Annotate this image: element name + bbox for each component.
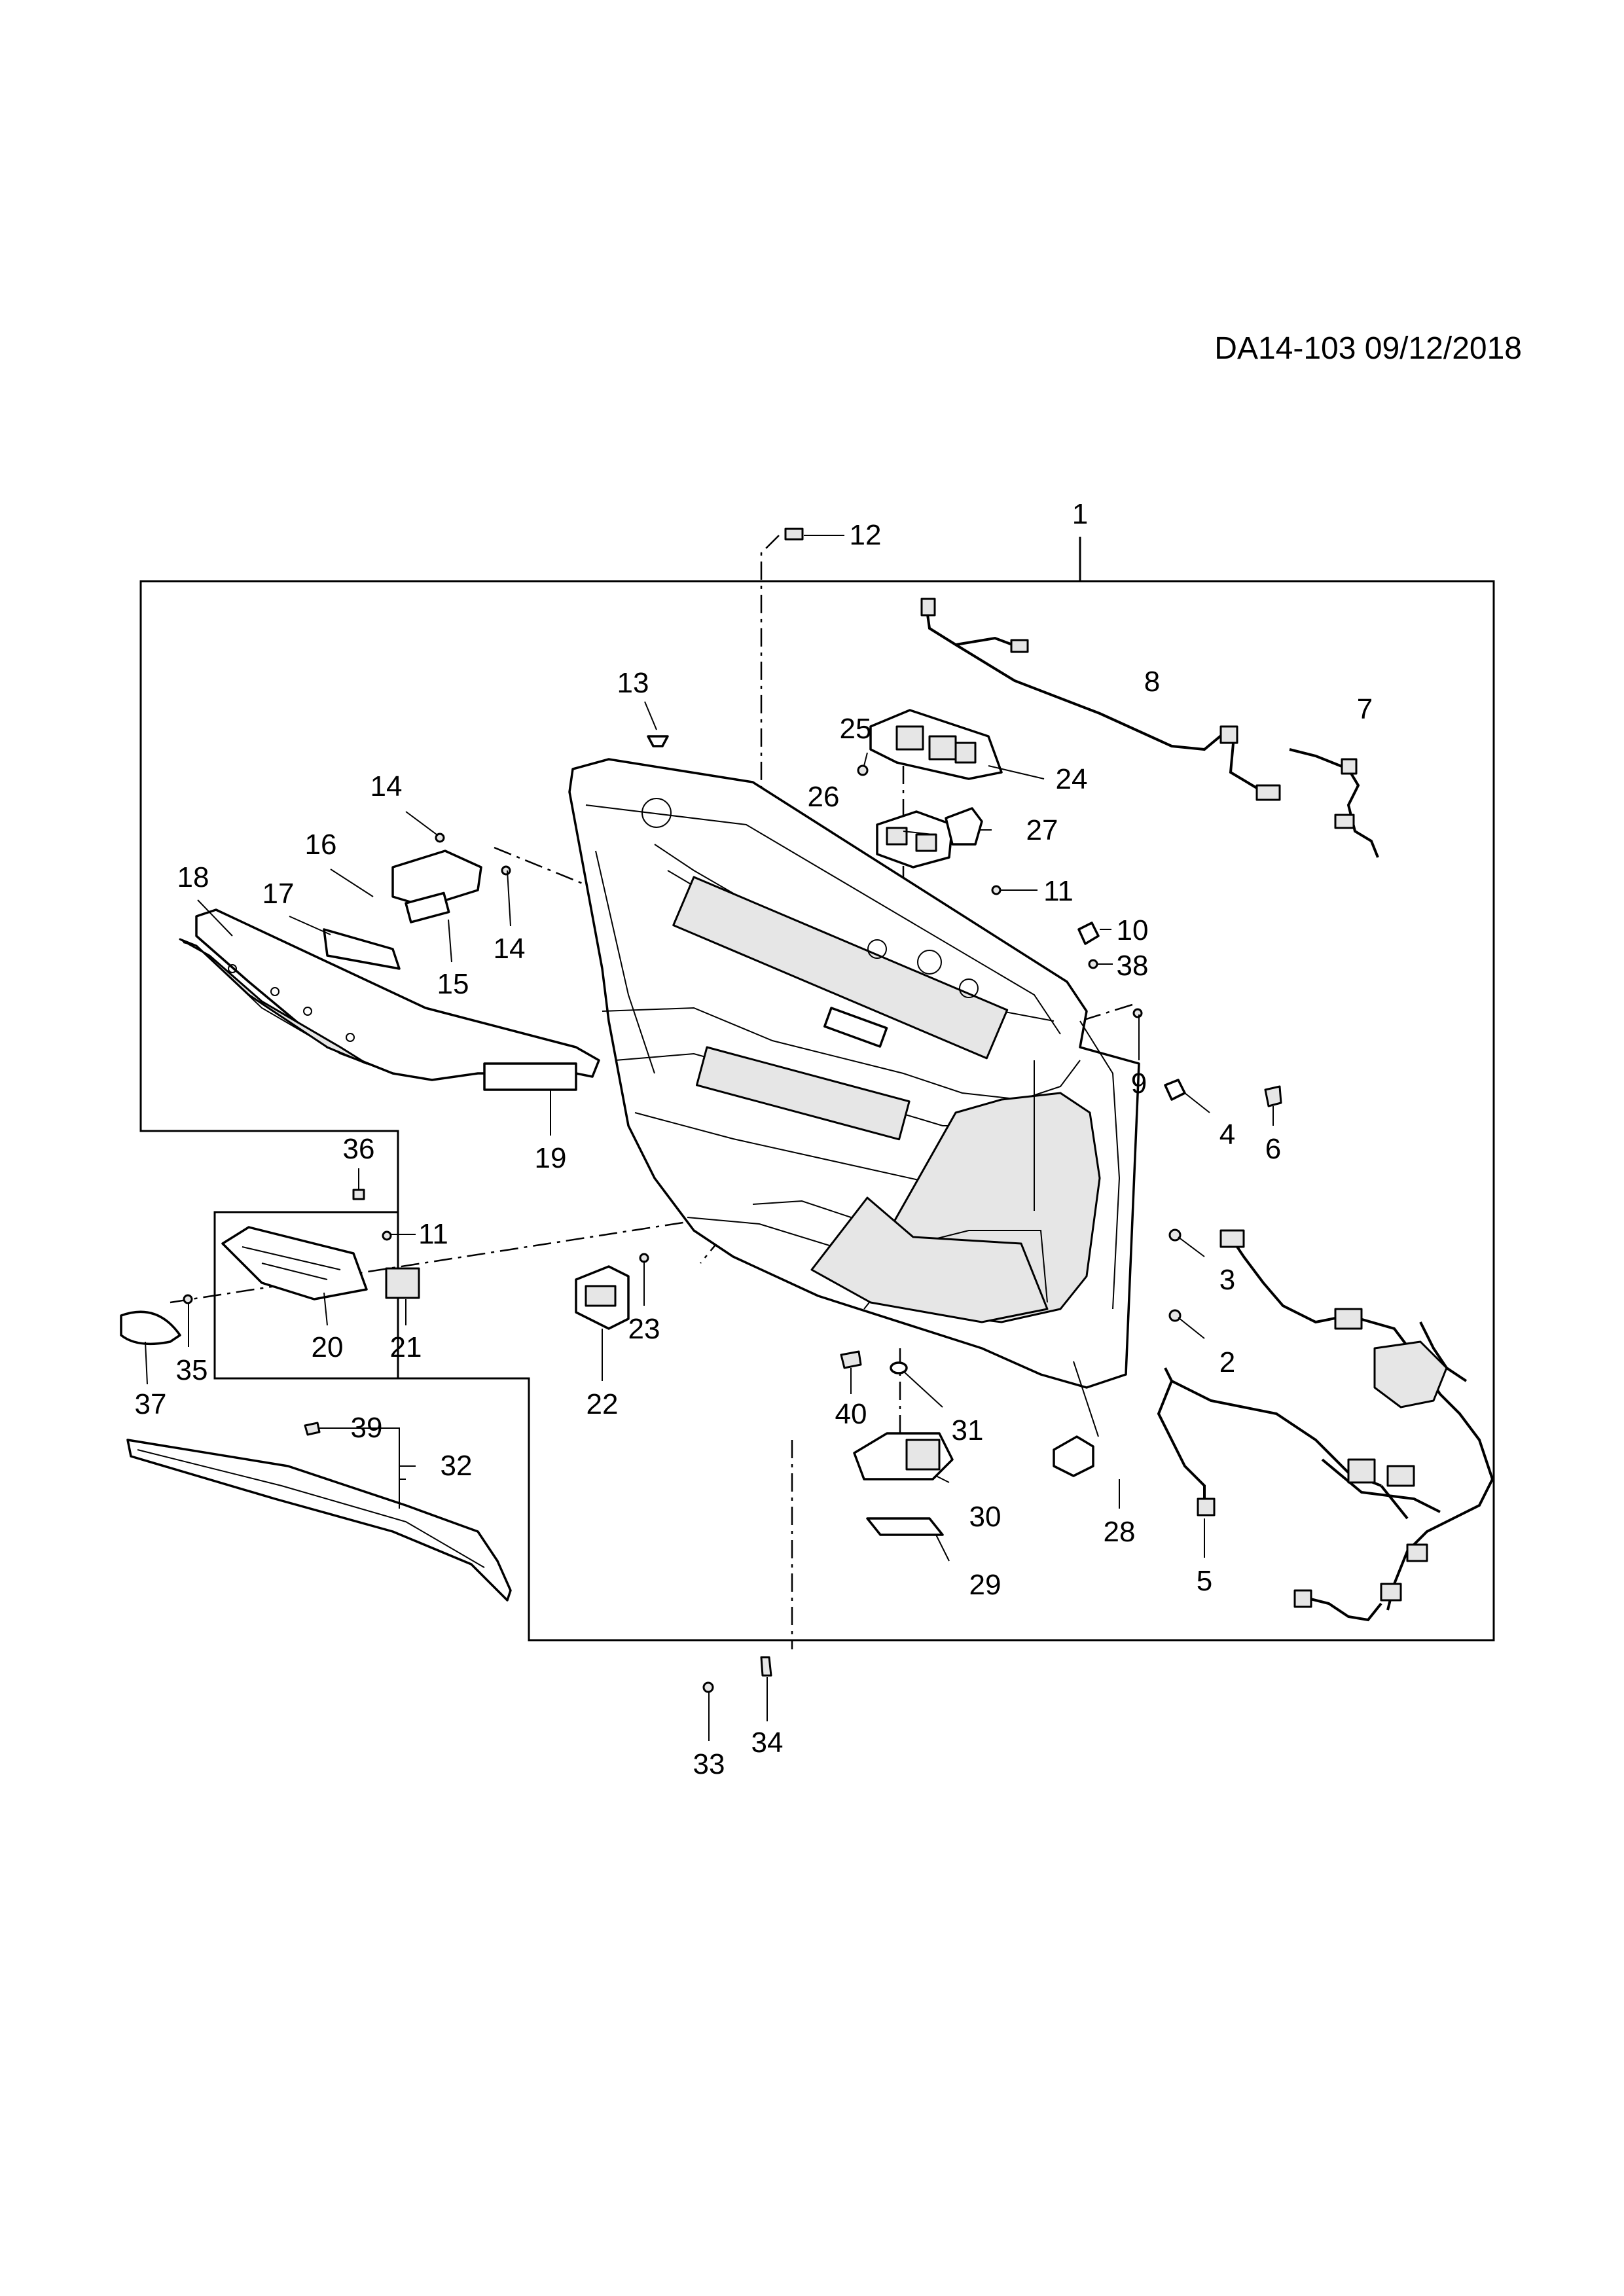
callout-3: 3: [1219, 1264, 1235, 1296]
callout-29: 29: [969, 1569, 1001, 1601]
module-22: [575, 1265, 630, 1330]
callout-5: 5: [1197, 1565, 1212, 1597]
inside-handle-20: [221, 1226, 368, 1300]
callout-6: 6: [1265, 1133, 1281, 1165]
callout-37: 37: [135, 1388, 167, 1420]
callout-31: 31: [952, 1414, 984, 1446]
callout-35: 35: [176, 1354, 208, 1386]
callout-1: 1: [1072, 498, 1088, 530]
lower-trim-strip-32: [126, 1439, 512, 1602]
screw-14a: [435, 833, 445, 843]
callout-26: 26: [808, 781, 840, 813]
callout-28: 28: [1104, 1516, 1136, 1548]
door-trim-panel: [568, 758, 1140, 1389]
callout-25: 25: [840, 713, 872, 745]
leader-lines: [145, 535, 1274, 1741]
callout-7: 7: [1357, 693, 1373, 725]
cover-37: [120, 1310, 181, 1346]
callout-11a: 11: [1043, 875, 1074, 907]
callout-36: 36: [343, 1133, 375, 1165]
nut-4: [1164, 1079, 1186, 1101]
screw-13: [647, 735, 669, 747]
assembly-boundary: [139, 580, 1495, 1641]
lamp-30: [853, 1432, 954, 1480]
clip-25: [857, 764, 869, 776]
callout-8: 8: [1144, 666, 1160, 698]
dashed-line-12-34: [760, 535, 793, 826]
callout-9: 9: [1131, 1067, 1147, 1100]
nut-10: [1077, 922, 1100, 945]
switch-28: [1053, 1435, 1094, 1477]
callout-24: 24: [1056, 763, 1088, 795]
clip-40: [840, 1350, 862, 1369]
clip-6: [1264, 1085, 1282, 1107]
callout-40: 40: [835, 1398, 867, 1430]
nut-2: [1168, 1309, 1182, 1322]
nut-3: [1168, 1229, 1182, 1242]
callout-12: 12: [850, 519, 882, 551]
clip-31: [890, 1361, 908, 1374]
dashed-line-right2: [1079, 1003, 1133, 1022]
lamp-lens-29: [866, 1517, 944, 1536]
callout-19: 19: [535, 1142, 567, 1174]
callout-15: 15: [437, 968, 469, 1000]
bezel-17: [323, 928, 401, 970]
callout-10: 10: [1117, 914, 1149, 946]
screw-9: [1132, 1008, 1143, 1018]
callout-39: 39: [351, 1412, 383, 1444]
callout-38: 38: [1117, 950, 1149, 982]
window-switch-bezel-24: [869, 709, 1003, 780]
callout-16: 16: [305, 829, 337, 861]
callout-27: 27: [1026, 814, 1058, 846]
callout-33: 33: [693, 1748, 725, 1780]
callout-22: 22: [586, 1388, 619, 1420]
upper-trim-strip: [179, 908, 600, 1091]
screw-14b: [501, 865, 511, 876]
callout-14b: 14: [494, 933, 526, 965]
clip-12: [784, 528, 804, 541]
callout-34: 34: [751, 1727, 784, 1759]
screw-11b: [382, 1230, 392, 1241]
window-switch-26: [876, 810, 954, 869]
screw-11: [991, 885, 1001, 895]
clip-36: [352, 1189, 365, 1200]
callout-21: 21: [390, 1331, 422, 1363]
callout-11b: 11: [418, 1218, 448, 1250]
screw-38: [1088, 959, 1098, 969]
callout-20: 20: [312, 1331, 344, 1363]
callout-13: 13: [617, 667, 649, 699]
callout-labels: 1 2 3 4 5 6 7 8 9 10 11 11 12 13 14 14 1…: [135, 498, 1373, 1780]
reference-code: DA14-103 09/12/2018: [1214, 331, 1522, 366]
callout-2: 2: [1219, 1346, 1235, 1378]
wiring-harness-8: [920, 598, 1281, 801]
callout-32: 32: [441, 1450, 473, 1482]
callout-18: 18: [177, 861, 209, 893]
callout-17: 17: [262, 878, 295, 910]
callout-14a: 14: [370, 770, 403, 802]
callout-4: 4: [1219, 1119, 1235, 1151]
handle-bracket-21: [385, 1267, 420, 1299]
wiring-harness-5: [1157, 1229, 1494, 1622]
screw-35: [183, 1294, 193, 1304]
screw-33: [702, 1681, 714, 1693]
wiring-harness-7: [1289, 748, 1379, 858]
callout-23: 23: [628, 1313, 660, 1345]
clip-39: [304, 1422, 321, 1436]
clip-34: [760, 1656, 772, 1677]
switch-27: [945, 807, 983, 846]
callout-30: 30: [969, 1501, 1001, 1533]
switch-bracket-15: [391, 850, 482, 924]
